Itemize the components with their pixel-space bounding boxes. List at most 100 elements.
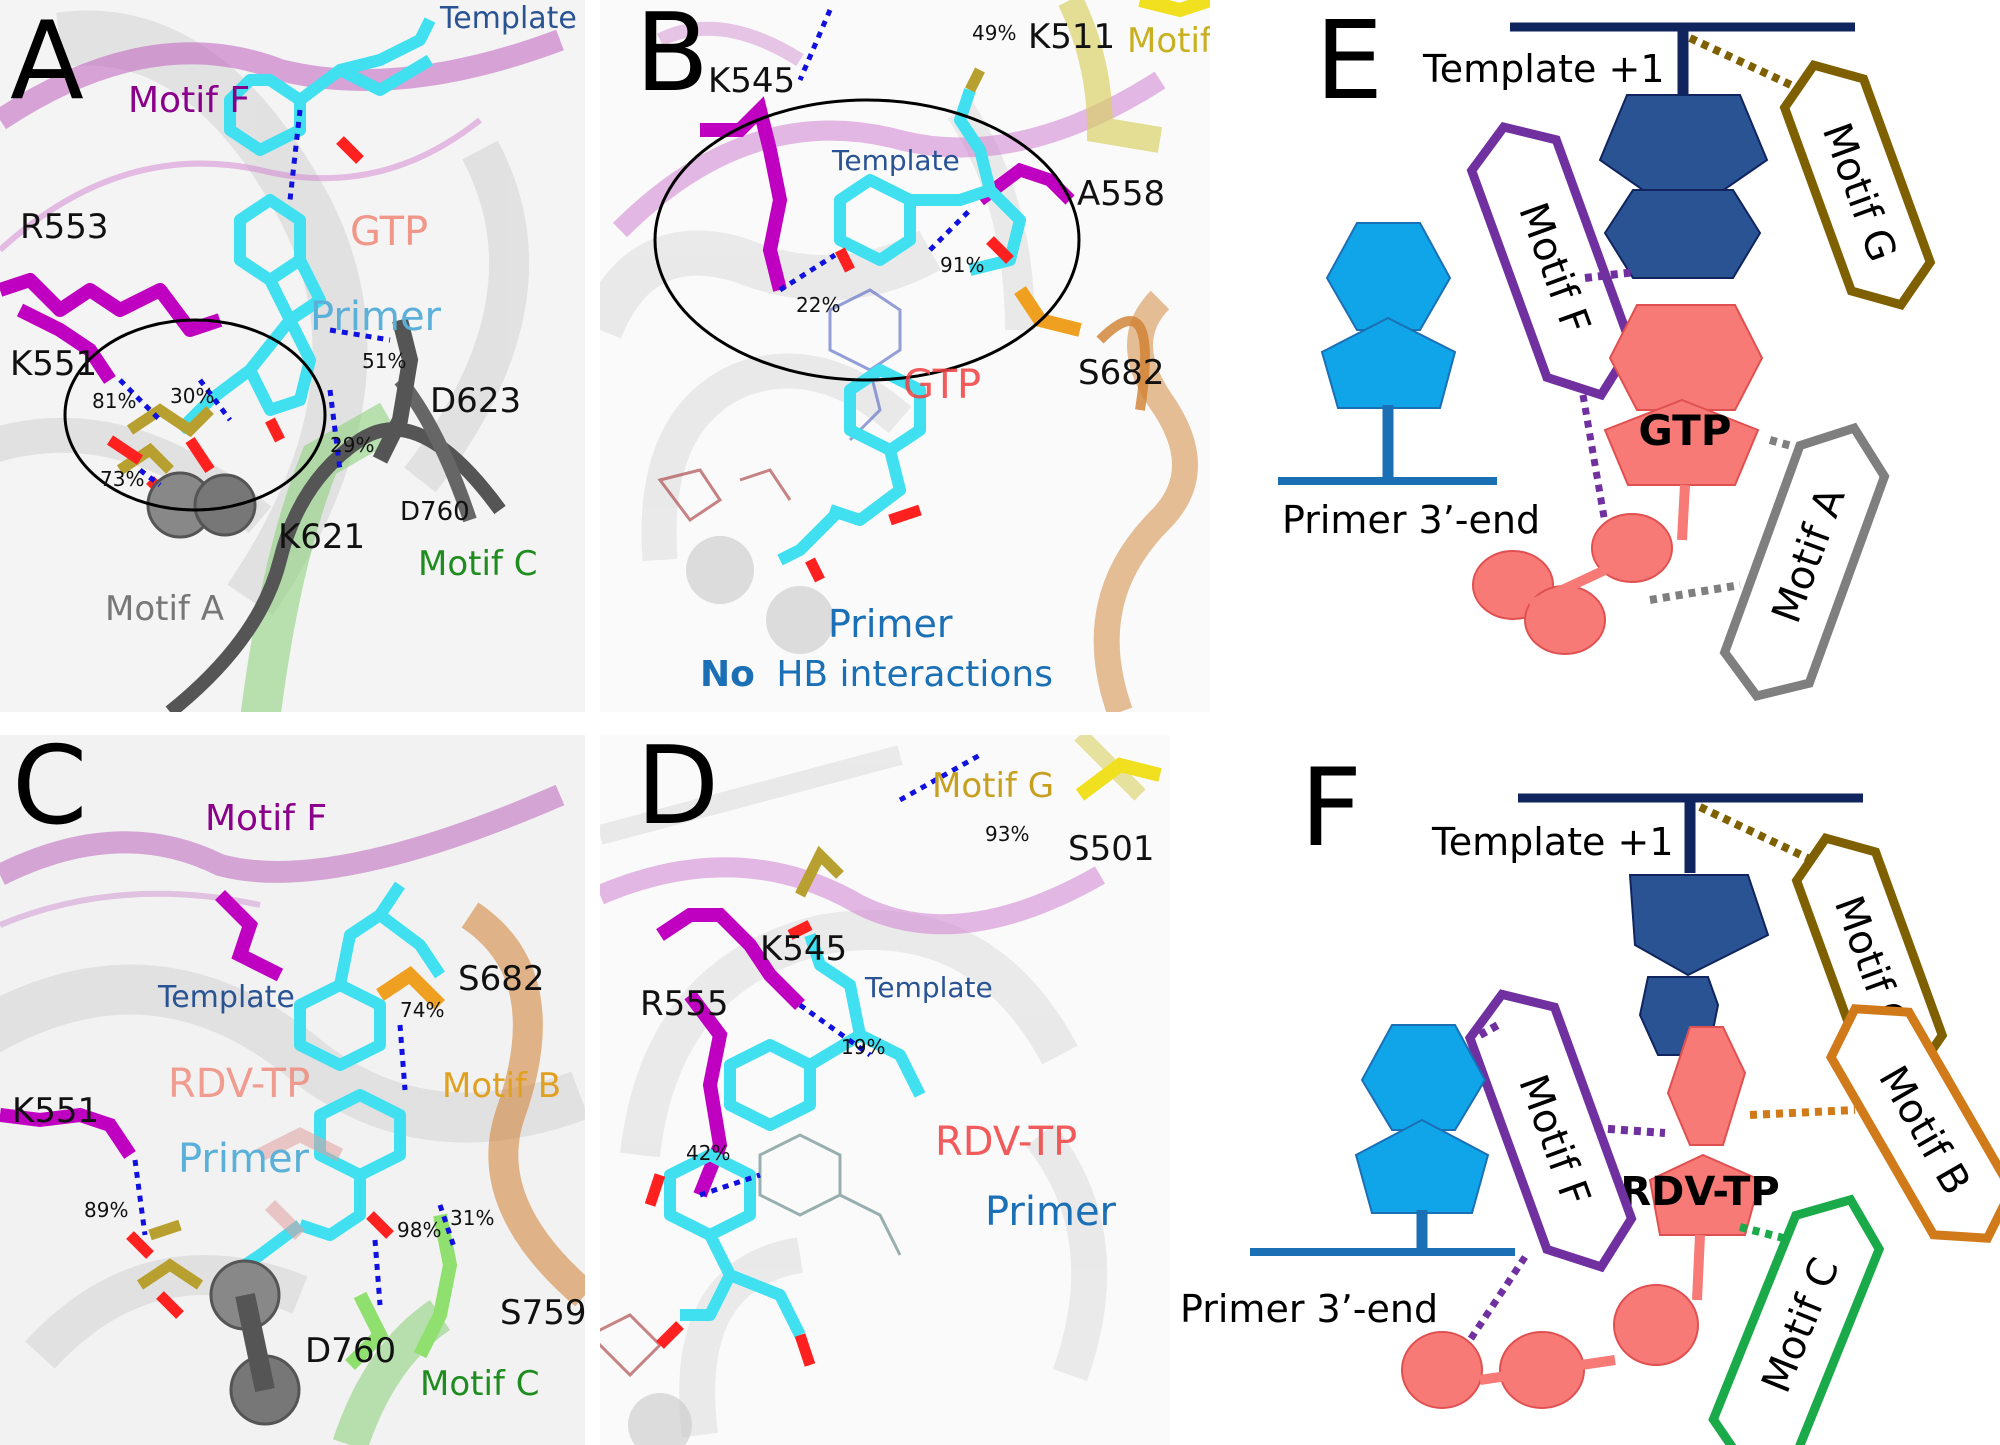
oxygen-atoms bbox=[126, 1211, 394, 1319]
k551-sidechain bbox=[0, 1107, 136, 1159]
label-template: Template bbox=[157, 980, 295, 1015]
hbond-lines bbox=[778, 9, 972, 293]
percent-label: 81% bbox=[92, 389, 136, 413]
percent-label: 98% bbox=[397, 1218, 441, 1242]
hbond-lines bbox=[132, 1024, 458, 1306]
metal-ion-ghost bbox=[686, 536, 754, 604]
label-s682: S682 bbox=[458, 959, 544, 999]
label-template-plus1: Template +1 bbox=[1431, 820, 1674, 864]
percent-label: 93% bbox=[985, 822, 1029, 846]
k551-sidechain bbox=[16, 303, 116, 384]
label-motif-a: Motif A bbox=[105, 589, 224, 629]
label-primer: Primer bbox=[985, 1189, 1117, 1235]
percent-label: 42% bbox=[686, 1141, 730, 1165]
template-base-hexagon bbox=[1603, 189, 1762, 279]
panel-letter: A bbox=[10, 0, 84, 124]
label-template: Template bbox=[439, 1, 577, 36]
metal-ion-ghost bbox=[766, 586, 834, 654]
motif-b-ribbon bbox=[461, 902, 585, 1307]
gtp-molecule bbox=[175, 194, 326, 435]
panel-f: F Template +1 Motif G RDV-TP Motif B Mot… bbox=[1170, 735, 2000, 1445]
label-r553: R553 bbox=[20, 207, 109, 247]
motif-c-ribbon bbox=[332, 1300, 451, 1445]
rdvtp-sugar-link bbox=[1692, 1234, 1705, 1301]
percent-label: 31% bbox=[450, 1206, 494, 1230]
rdvtp-ghost bbox=[758, 1133, 902, 1256]
s682-sidechain bbox=[376, 965, 445, 1010]
percent-label: 74% bbox=[400, 998, 444, 1022]
percent-label: 19% bbox=[841, 1035, 885, 1059]
primer-sugar-pentagon bbox=[1354, 1118, 1490, 1214]
gtp-base-hexagon bbox=[1608, 304, 1764, 411]
label-gtp: GTP bbox=[350, 209, 428, 255]
r553-sidechain bbox=[0, 273, 223, 337]
percent-label: 73% bbox=[100, 467, 144, 491]
label-motif-c: Motif C bbox=[420, 1364, 539, 1404]
hbond-lines bbox=[118, 109, 391, 487]
phosphate-cluster bbox=[116, 403, 214, 475]
rdvtp-ghost bbox=[256, 1127, 344, 1240]
label-k511: K511 bbox=[1028, 17, 1115, 57]
primer-base-hexagon bbox=[1325, 222, 1452, 331]
label-s759: S759 bbox=[500, 1293, 585, 1333]
label-rdvtp: RDV-TP bbox=[935, 1119, 1077, 1165]
label-s682: S682 bbox=[1078, 353, 1164, 393]
s501-sidechain bbox=[1075, 757, 1162, 801]
template-nucleotide bbox=[294, 881, 445, 1071]
panel-letter: B bbox=[635, 0, 709, 116]
percent-label: 29% bbox=[330, 433, 374, 457]
d623-sidechain bbox=[372, 318, 419, 464]
label-hb-interactions: HB interactions bbox=[776, 654, 1053, 695]
template-nucleotide bbox=[834, 88, 1026, 276]
label-a558: A558 bbox=[1077, 174, 1165, 214]
motif-g-shape: Motif G bbox=[1779, 59, 1936, 310]
percent-label: 49% bbox=[972, 21, 1016, 45]
panel-d: D Motif G S501 K545 R555 Template RDV-TP… bbox=[600, 735, 1210, 1445]
panel-a: A Template Motif F R553 GTP Primer K551 … bbox=[0, 0, 585, 712]
rdvtp-base-hexagon bbox=[1666, 1026, 1747, 1146]
percent-label: 30% bbox=[170, 384, 214, 408]
percent-label: 51% bbox=[362, 349, 406, 373]
label-k551: K551 bbox=[12, 1091, 99, 1131]
rdvtp-sugar-pentagon bbox=[1648, 1153, 1762, 1236]
motif-f-primer-contact bbox=[1478, 1021, 1500, 1039]
motif-a-contact-lower bbox=[1649, 581, 1741, 604]
oxygen-atoms bbox=[644, 920, 816, 1367]
label-s501: S501 bbox=[1068, 829, 1154, 869]
label-gtp: GTP bbox=[1638, 406, 1731, 455]
label-motif-f: Motif F bbox=[128, 80, 250, 121]
motif-f-rdvtp-contact bbox=[1594, 1124, 1666, 1137]
label-motif-b: Motif B bbox=[442, 1066, 561, 1106]
panel-e: E Template +1 Motif G Motif F GTP Motif … bbox=[1230, 0, 2000, 712]
phosphate-link bbox=[1527, 565, 1608, 610]
percent-label: 22% bbox=[796, 293, 840, 317]
k545-sidechain bbox=[700, 96, 788, 292]
highlight-ellipse bbox=[653, 98, 1081, 382]
label-template-plus1: Template +1 bbox=[1422, 47, 1665, 91]
hbond-lines bbox=[699, 752, 982, 1198]
label-k545: K545 bbox=[760, 929, 847, 969]
template-nucleotide bbox=[224, 17, 436, 156]
motif-a-tube bbox=[165, 422, 506, 712]
metal-ion bbox=[193, 473, 257, 537]
label-d760: D760 bbox=[400, 497, 470, 527]
primer-molecule bbox=[777, 364, 926, 566]
phosphate-cluster bbox=[136, 1219, 204, 1290]
label-motif-f: Motif F bbox=[205, 798, 327, 839]
label-motif-c: Motif C bbox=[418, 544, 537, 584]
primer-base-hexagon bbox=[1360, 1024, 1487, 1131]
motif-f-shape: Motif F bbox=[1464, 989, 1637, 1273]
motif-f-phosphate-contact bbox=[1467, 1255, 1528, 1342]
motif-f-phosphate-contact bbox=[1579, 394, 1609, 524]
oxygen-atoms bbox=[805, 236, 1014, 583]
percent-label: 91% bbox=[940, 253, 984, 277]
label-primer-end: Primer 3’-end bbox=[1282, 498, 1540, 542]
metal-ion-ghost bbox=[628, 1393, 692, 1445]
gtp-alpha-phosphate bbox=[1591, 513, 1673, 583]
label-k545: K545 bbox=[708, 61, 795, 101]
panel-letter: E bbox=[1315, 0, 1383, 124]
template-sugar-pentagon bbox=[1628, 874, 1770, 977]
motif-f-ribbon bbox=[0, 784, 565, 885]
label-motif-g: Motif G bbox=[1127, 21, 1210, 61]
label-template: Template bbox=[831, 144, 960, 177]
